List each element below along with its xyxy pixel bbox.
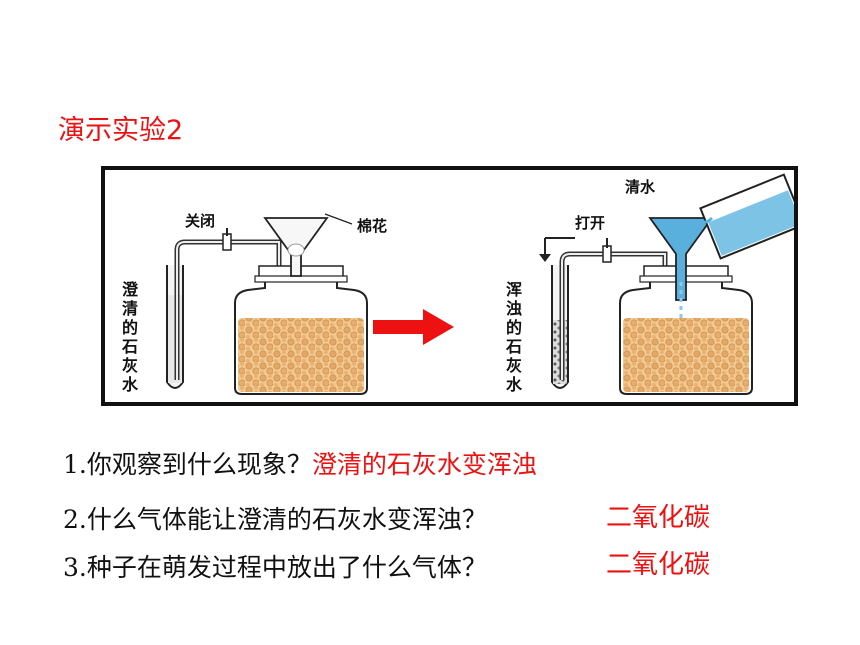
answer-3: 二氧化碳 xyxy=(606,550,711,580)
left-funnel-label: 棉花 xyxy=(357,217,388,235)
question-3: 3.种子在萌发过程中放出了什么气体？ xyxy=(63,548,487,584)
slide-title: 演示实验2 xyxy=(58,115,184,146)
question-2: 2.什么气体能让澄清的石灰水变浑浊？ xyxy=(63,500,487,536)
answer-2: 二氧化碳 xyxy=(606,503,711,533)
right-valve-label: 打开 xyxy=(575,214,606,232)
question-2-number: 2. xyxy=(63,505,87,534)
left-apparatus xyxy=(166,213,368,395)
right-apparatus xyxy=(539,173,794,395)
question-1: 1.你观察到什么现象？澄清的石灰水变浑浊 xyxy=(63,445,537,481)
question-1-number: 1. xyxy=(63,450,87,479)
experiment-figure: 关闭 棉花 澄清的石灰水 清水 打开 浑浊的石灰水 xyxy=(101,166,798,406)
right-water-label: 清水 xyxy=(625,178,656,196)
question-3-text: 种子在萌发过程中放出了什么气体？ xyxy=(86,553,487,582)
question-3-number: 3. xyxy=(63,553,87,582)
left-tube-label: 澄清的石灰水 xyxy=(122,280,139,394)
experiment-diagram xyxy=(166,173,794,395)
answer-1: 澄清的石灰水变浑浊 xyxy=(311,450,537,479)
left-valve-label: 关闭 xyxy=(185,212,216,230)
right-tube-label: 浑浊的石灰水 xyxy=(506,280,523,394)
process-arrow xyxy=(373,309,454,345)
question-2-text: 什么气体能让澄清的石灰水变浑浊？ xyxy=(86,505,487,534)
question-1-text: 你观察到什么现象？ xyxy=(86,450,312,479)
